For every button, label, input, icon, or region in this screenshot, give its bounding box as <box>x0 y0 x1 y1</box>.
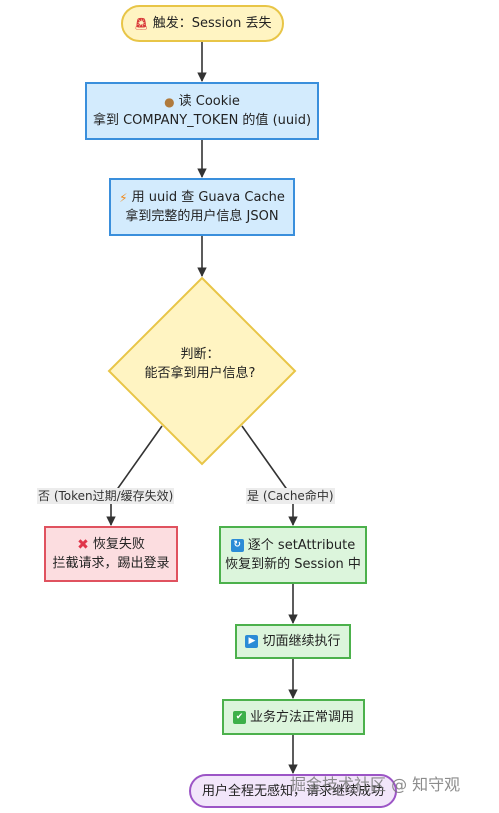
decision-title: 判断： <box>180 347 220 362</box>
play-icon: ▶ <box>245 635 259 648</box>
edge-decision-to-fail <box>106 425 163 526</box>
fail-node: ✖ 恢复失败 拦截请求，踢出登录 <box>44 526 178 582</box>
continue-text: 切面继续执行 <box>262 634 341 649</box>
end-text: 用户全程无感知，请求继续成功 <box>201 783 384 799</box>
check-mark-icon: ✔ <box>232 710 246 724</box>
cross-mark-icon: ✖ <box>77 536 89 553</box>
cookie-icon: ● <box>164 94 175 109</box>
continue-node: ▶ 切面继续执行 <box>235 624 351 659</box>
read-cookie-title: 读 Cookie <box>178 94 240 109</box>
guava-lookup-title: 用 uuid 查 Guava Cache <box>131 190 285 205</box>
read-cookie-node: ● 读 Cookie 拿到 COMPANY_TOKEN 的值 (uuid) <box>85 82 319 140</box>
decision-diamond <box>107 276 297 466</box>
fail-detail: 拦截请求，踢出登录 <box>52 556 170 571</box>
guava-lookup-node: ⚡︎ 用 uuid 查 Guava Cache 拿到完整的用户信息 JSON <box>109 178 295 236</box>
refresh-icon: ↻ <box>230 539 244 552</box>
restore-detail: 恢复到新的 Session 中 <box>225 557 361 572</box>
restore-node: ↻ 逐个 setAttribute 恢复到新的 Session 中 <box>219 526 367 584</box>
edge-label-yes: 是 (Cache命中) <box>246 488 335 504</box>
watermark: 掘金技术社区 @ 知守观 <box>290 775 461 794</box>
start-node: 🚨︎ 触发：Session 丢失 <box>121 5 284 42</box>
fire-alarm-icon: 🚨︎ <box>133 16 149 31</box>
business-text: 业务方法正常调用 <box>249 709 354 725</box>
business-node: ✔ 业务方法正常调用 <box>222 699 365 735</box>
lightning-icon: ⚡︎ <box>119 190 128 205</box>
restore-title: 逐个 setAttribute <box>247 538 356 553</box>
edge-decision-to-restore <box>241 425 298 526</box>
start-text: 触发：Session 丢失 <box>152 16 272 31</box>
decision-question: 能否拿到用户信息? <box>144 366 256 381</box>
decision-node: 判断： 能否拿到用户信息? <box>110 345 290 383</box>
end-node: 用户全程无感知，请求继续成功 <box>189 774 397 808</box>
guava-lookup-detail: 拿到完整的用户信息 JSON <box>125 209 279 224</box>
edge-label-no: 否 (Token过期/缓存失效) <box>37 488 175 504</box>
read-cookie-detail: 拿到 COMPANY_TOKEN 的值 (uuid) <box>92 113 312 128</box>
fail-title: 恢复失败 <box>92 537 145 552</box>
